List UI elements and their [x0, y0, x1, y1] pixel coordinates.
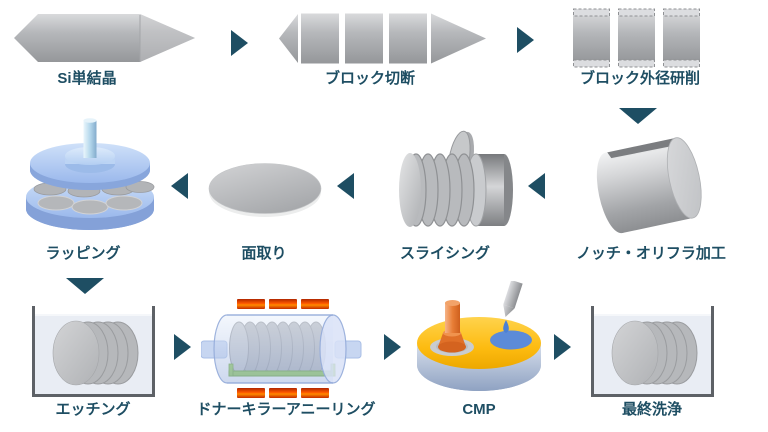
slurry-nozzle: [503, 279, 523, 317]
step-label-cmp: CMP: [462, 401, 496, 418]
step-label-etching: エッチング: [55, 401, 131, 418]
cleaning-bath-icon: [591, 306, 714, 397]
cut-blocks-icon: [278, 12, 488, 70]
sliced-ingot-icon: [372, 126, 514, 244]
notched-cylinder-icon: [583, 133, 719, 243]
silicon-ingot-icon: [14, 12, 196, 70]
cleaning-wafer-stack: [611, 320, 697, 386]
step-label-notch-orientation-flat: ノッチ・オリフラ加工: [576, 245, 726, 262]
step-label-beveling: 面取り: [241, 245, 287, 262]
flow-arrow-right-5: [554, 334, 571, 360]
flow-arrow-down-1: [619, 108, 657, 124]
bare-wafer-icon: [206, 160, 324, 225]
flow-arrow-down-2: [66, 278, 104, 294]
step-label-si-single-crystal: Si単結晶: [57, 70, 117, 87]
etching-wafer-stack: [52, 320, 138, 386]
step-label-slicing: スライシング: [399, 245, 490, 262]
flow-arrow-right-3: [174, 334, 191, 360]
step-label-block-cutting: ブロック切断: [324, 70, 415, 87]
ground-blocks-icon: [573, 8, 700, 73]
step-label-block-outer-grinding: ブロック外径研削: [579, 70, 700, 87]
flow-arrow-right-2: [517, 27, 534, 53]
flow-arrow-left-2: [337, 173, 354, 199]
lapping-machine-icon: [22, 117, 158, 240]
flow-arrow-right-4: [384, 334, 401, 360]
flow-arrow-right-1: [231, 30, 248, 56]
flow-arrow-left-3: [171, 173, 188, 199]
step-label-donor-killer-annealing: ドナーキラーアニーリング: [196, 401, 376, 418]
flow-arrow-left-1: [528, 173, 545, 199]
step-label-final-cleaning: 最終洗浄: [622, 401, 683, 418]
annealing-furnace-icon: [200, 293, 363, 404]
cmp-polisher-icon: [412, 279, 558, 403]
step-label-lapping: ラッピング: [45, 245, 121, 262]
etching-bath-icon: [32, 306, 155, 397]
